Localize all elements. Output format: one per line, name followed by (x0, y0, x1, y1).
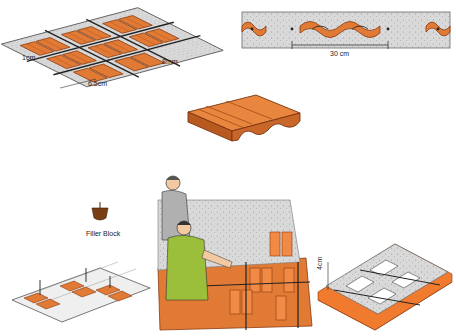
workers-scene (158, 176, 312, 330)
clay-tile (188, 95, 300, 141)
filler-block-icon (92, 202, 108, 220)
dimension-label: Filler Block (86, 230, 120, 238)
shuttering (12, 262, 150, 322)
dimension-label: 30 cm (330, 50, 349, 58)
dimension-label: 4cm (316, 257, 324, 270)
slab-cutaway (318, 244, 452, 330)
dimension-label: 8mm (162, 58, 178, 66)
slab-plan (0, 5, 233, 91)
slab-section (242, 12, 450, 49)
dimension-label: 6.5cm (88, 80, 107, 88)
dimension-label: 1cm (22, 54, 35, 62)
